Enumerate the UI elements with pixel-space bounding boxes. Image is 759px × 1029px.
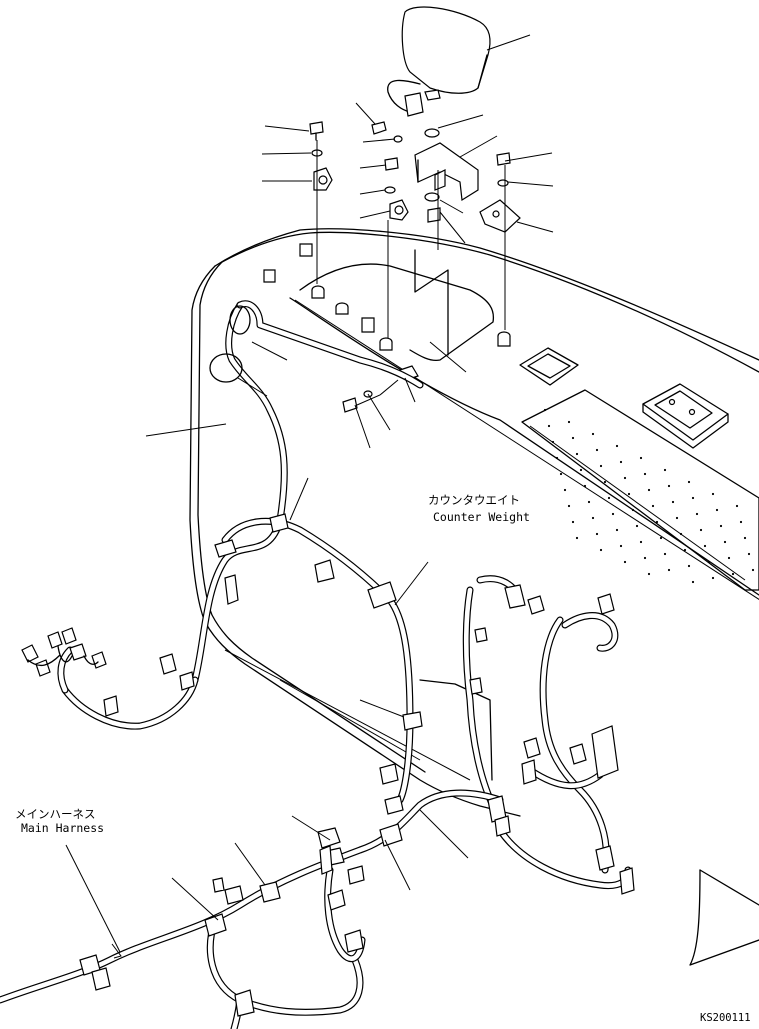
perforation-dot <box>703 544 707 548</box>
perforation-dot <box>743 536 747 540</box>
perforation-dot <box>595 532 599 536</box>
perforation-dot <box>627 492 631 496</box>
perforation-dot <box>735 504 739 508</box>
perforation-dot <box>607 496 611 500</box>
perforation-dot <box>575 536 579 540</box>
harness-routing <box>0 300 632 1029</box>
perforation-dot <box>731 572 735 576</box>
fastener-group <box>309 121 511 413</box>
perforation-dot <box>571 520 575 524</box>
perforation-dot <box>739 520 743 524</box>
perforation-dot <box>707 560 711 564</box>
perforation-dot <box>595 448 599 452</box>
perforation-dot <box>711 492 715 496</box>
perforation-dot <box>687 564 691 568</box>
perforation-dot <box>683 548 687 552</box>
perforation-dot <box>575 452 579 456</box>
perforation-dot <box>751 568 755 572</box>
perforation-dot <box>687 480 691 484</box>
perforation-dot <box>615 528 619 532</box>
perforation-dot <box>619 460 623 464</box>
perforation-dot <box>559 472 563 476</box>
perforation-dot <box>715 508 719 512</box>
perforation-dot <box>671 500 675 504</box>
perforation-dot <box>623 476 627 480</box>
main-harness-label-en: Main Harness <box>21 821 105 835</box>
perforation-dot <box>543 408 547 412</box>
perforation-dot <box>747 552 751 556</box>
access-cover <box>519 347 579 386</box>
perforation-dot <box>599 548 603 552</box>
perforation-dot <box>691 580 695 584</box>
perforation-dot <box>555 456 559 460</box>
leader-lines <box>65 34 554 959</box>
perforation-dot <box>563 488 567 492</box>
perforation-dot <box>663 552 667 556</box>
perforation-dot <box>551 440 555 444</box>
perforation-dot <box>603 480 607 484</box>
perforation-dot <box>611 512 615 516</box>
bracket-icon <box>414 142 521 233</box>
perforation-dot <box>691 496 695 500</box>
perforation-dot <box>615 444 619 448</box>
perforation-dot <box>599 464 603 468</box>
perforation-dot <box>631 508 635 512</box>
bolt-icon <box>309 121 324 141</box>
perforation-dot <box>579 468 583 472</box>
perforation-dot <box>695 512 699 516</box>
perforation-dot <box>623 560 627 564</box>
perforation-dot <box>667 568 671 572</box>
perforation-dot <box>675 516 679 520</box>
perforation-dot <box>639 540 643 544</box>
perforation-dot <box>679 532 683 536</box>
perforation-dot <box>711 576 715 580</box>
perforation-dot <box>667 484 671 488</box>
perforation-dot <box>591 516 595 520</box>
perforated-plate <box>521 389 759 591</box>
perforation-dot <box>663 468 667 472</box>
perforation-dot <box>643 472 647 476</box>
perforation-dot <box>651 504 655 508</box>
perforation-dot <box>699 528 703 532</box>
perforation-dot <box>567 420 571 424</box>
mount-bosses <box>263 243 511 351</box>
perforation-dot <box>723 540 727 544</box>
perforation-dot <box>547 424 551 428</box>
perforation-dot <box>647 488 651 492</box>
connector-group <box>21 513 635 1017</box>
clamp-icon <box>313 167 333 191</box>
perforation-dot <box>655 520 659 524</box>
perforation-dot <box>643 556 647 560</box>
perforation-dot <box>719 524 723 528</box>
main-harness-label-jp: メインハーネス <box>15 807 96 821</box>
raised-block <box>642 383 729 449</box>
counterweight-body <box>189 228 759 966</box>
perforation-dot <box>591 432 595 436</box>
perforation-dot <box>583 484 587 488</box>
work-lamp-icon <box>387 6 491 117</box>
drawing-code: KS200111 <box>700 1012 751 1024</box>
perforation-dot <box>571 436 575 440</box>
counterweight-label-jp: カウンタウエイト <box>428 493 520 507</box>
perforation-dot <box>659 536 663 540</box>
counterweight-label-en: Counter Weight <box>433 510 530 524</box>
perforation-dot <box>639 456 643 460</box>
perforation-dot <box>727 556 731 560</box>
perforation-dot <box>587 500 591 504</box>
installation-lines <box>316 140 506 406</box>
perforation-dot <box>647 572 651 576</box>
perforation-dot <box>567 504 571 508</box>
perforation-dot <box>635 524 639 528</box>
perforation-dot <box>619 544 623 548</box>
